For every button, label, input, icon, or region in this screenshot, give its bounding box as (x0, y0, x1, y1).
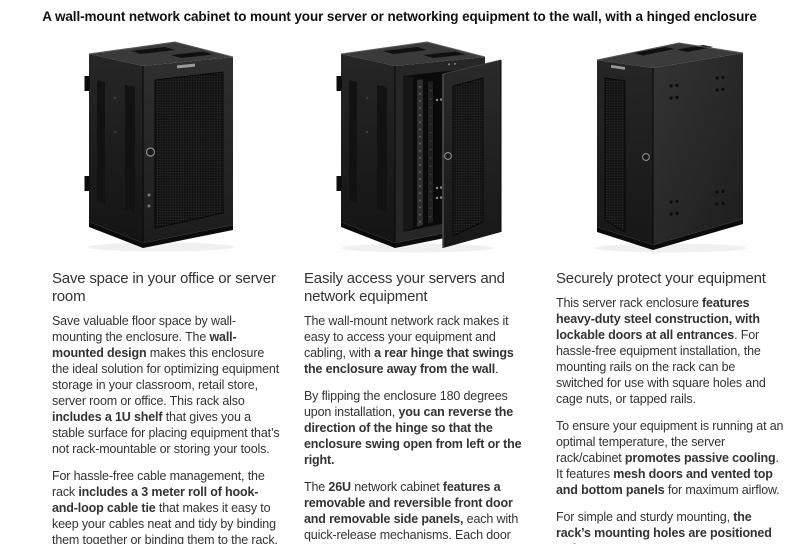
feature-paragraph: To ensure your equipment is running at a… (556, 419, 784, 497)
feature-heading: Securely protect your equipment (556, 270, 766, 287)
door-lock (145, 147, 156, 157)
feature-paragraph: By flipping the enclosure 180 degrees up… (304, 389, 522, 467)
feature-paragraph: The wall-mount network rack makes it eas… (304, 314, 514, 376)
feature-paragraph: The 26U network cabinet features a remov… (304, 480, 519, 542)
feature-paragraph: Save valuable floor space by wall-mounti… (52, 314, 280, 456)
cabinet-door-open-image (304, 36, 532, 254)
feature-column-secure-protect: Securely protect your equipment This ser… (556, 36, 784, 544)
feature-column-easy-access: Easily access your servers and network e… (304, 36, 532, 544)
cabinet-closed-angled-right-image (556, 36, 784, 254)
feature-paragraph: This server rack enclosure features heav… (556, 296, 766, 406)
cabinet-closed-angled-left-image (52, 36, 280, 254)
cabinet-illustration-door-open (336, 41, 502, 253)
cabinet-illustration-closed-right (595, 42, 747, 253)
feature-paragraph: For simple and sturdy mounting, the rack… (556, 510, 772, 544)
feature-heading: Easily access your servers and network e… (304, 270, 505, 305)
section-header: A wall-mount network cabinet to mount yo… (42, 9, 757, 24)
feature-columns: Save space in your office or server room… (0, 24, 799, 544)
cabinet-illustration-closed-left (84, 41, 235, 252)
door-lock (642, 153, 650, 161)
feature-paragraph: For hassle-free cable management, the ra… (52, 469, 278, 544)
door-lock (444, 152, 452, 160)
feature-column-save-space: Save space in your office or server room… (52, 36, 280, 544)
feature-heading: Save space in your office or server room (52, 270, 276, 305)
